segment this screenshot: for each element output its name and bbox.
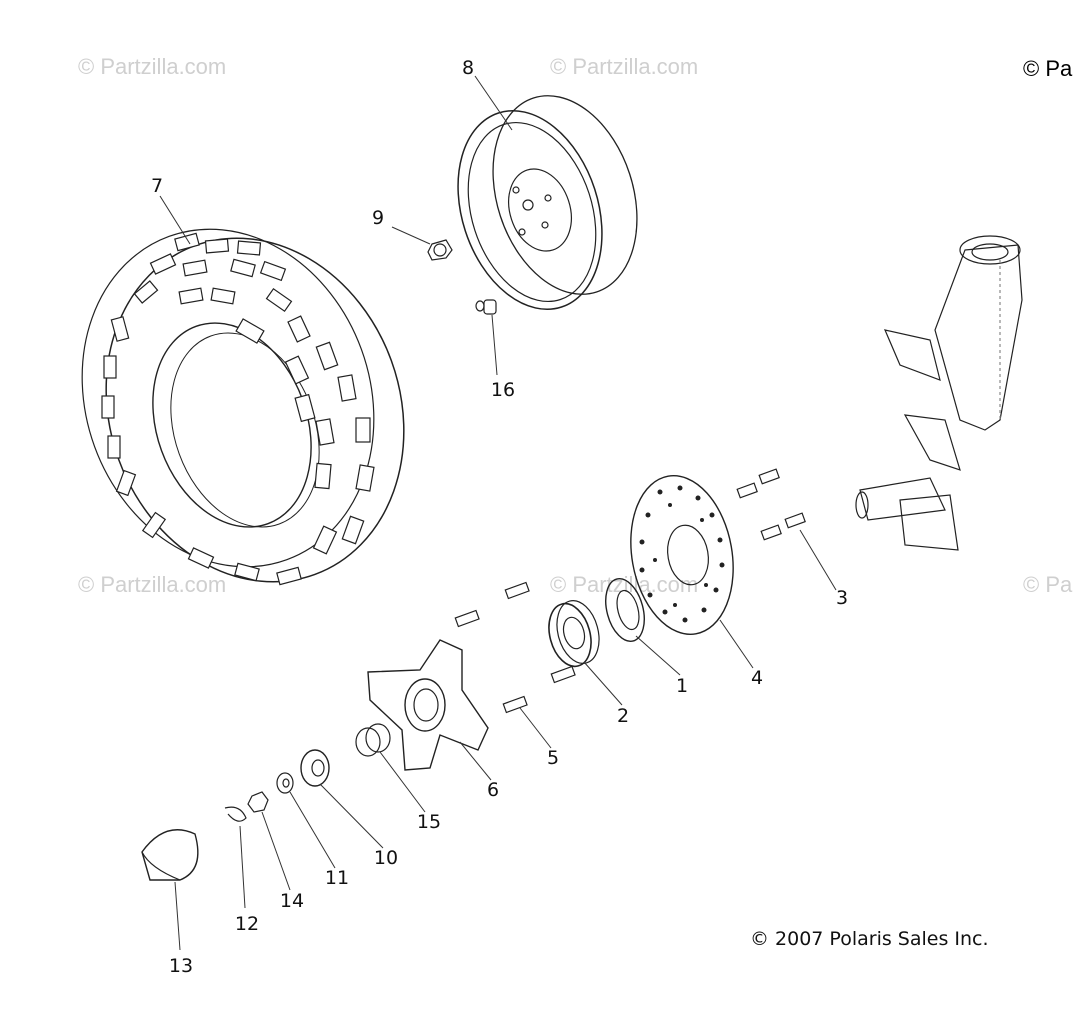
callout-5: 5 xyxy=(546,747,560,769)
rim-part xyxy=(457,95,638,311)
callout-14: 14 xyxy=(279,890,305,912)
callout-13: 13 xyxy=(168,955,194,977)
small-washer-part xyxy=(276,772,294,794)
callout-1: 1 xyxy=(675,675,689,697)
callout-2: 2 xyxy=(616,705,630,727)
callout-16: 16 xyxy=(490,379,516,401)
callout-9: 9 xyxy=(371,207,385,229)
valve-stem-part xyxy=(475,299,497,315)
watermark-top-right: © Pa xyxy=(1023,56,1073,81)
steering-knuckle-part xyxy=(855,235,1023,551)
copyright-notice: © 2007 Polaris Sales Inc. xyxy=(750,928,989,950)
hub-part xyxy=(367,639,489,771)
watermark-mid-right: © Pa xyxy=(1023,572,1073,597)
callout-10: 10 xyxy=(373,847,399,869)
callout-11: 11 xyxy=(324,867,350,889)
cotter-pin-part xyxy=(224,806,247,822)
bearing-part xyxy=(548,600,600,668)
callout-15: 15 xyxy=(416,811,442,833)
leader-lines xyxy=(159,75,837,951)
castle-nut-part xyxy=(247,791,269,813)
watermark-top-left: © Partzilla.com xyxy=(78,54,227,79)
callout-4: 4 xyxy=(750,667,764,689)
disc-bolts-part xyxy=(736,468,806,541)
callout-3: 3 xyxy=(835,587,849,609)
washer-part xyxy=(300,749,330,787)
callout-7: 7 xyxy=(150,175,164,197)
spacer-part xyxy=(355,723,391,757)
watermark-mid-left: © Partzilla.com xyxy=(78,572,227,597)
seal-part xyxy=(605,578,645,642)
callout-8: 8 xyxy=(461,57,475,79)
lug-nut-part xyxy=(427,239,453,261)
callout-6: 6 xyxy=(486,779,500,801)
watermark-mid-center: © Partzilla.com xyxy=(550,572,699,597)
brake-disc-part xyxy=(630,475,734,635)
hub-bolts-part xyxy=(454,581,576,714)
watermark-top-center: © Partzilla.com xyxy=(550,54,699,79)
tire-part xyxy=(81,228,405,586)
dust-cap-part xyxy=(141,829,199,881)
callout-12: 12 xyxy=(234,913,260,935)
